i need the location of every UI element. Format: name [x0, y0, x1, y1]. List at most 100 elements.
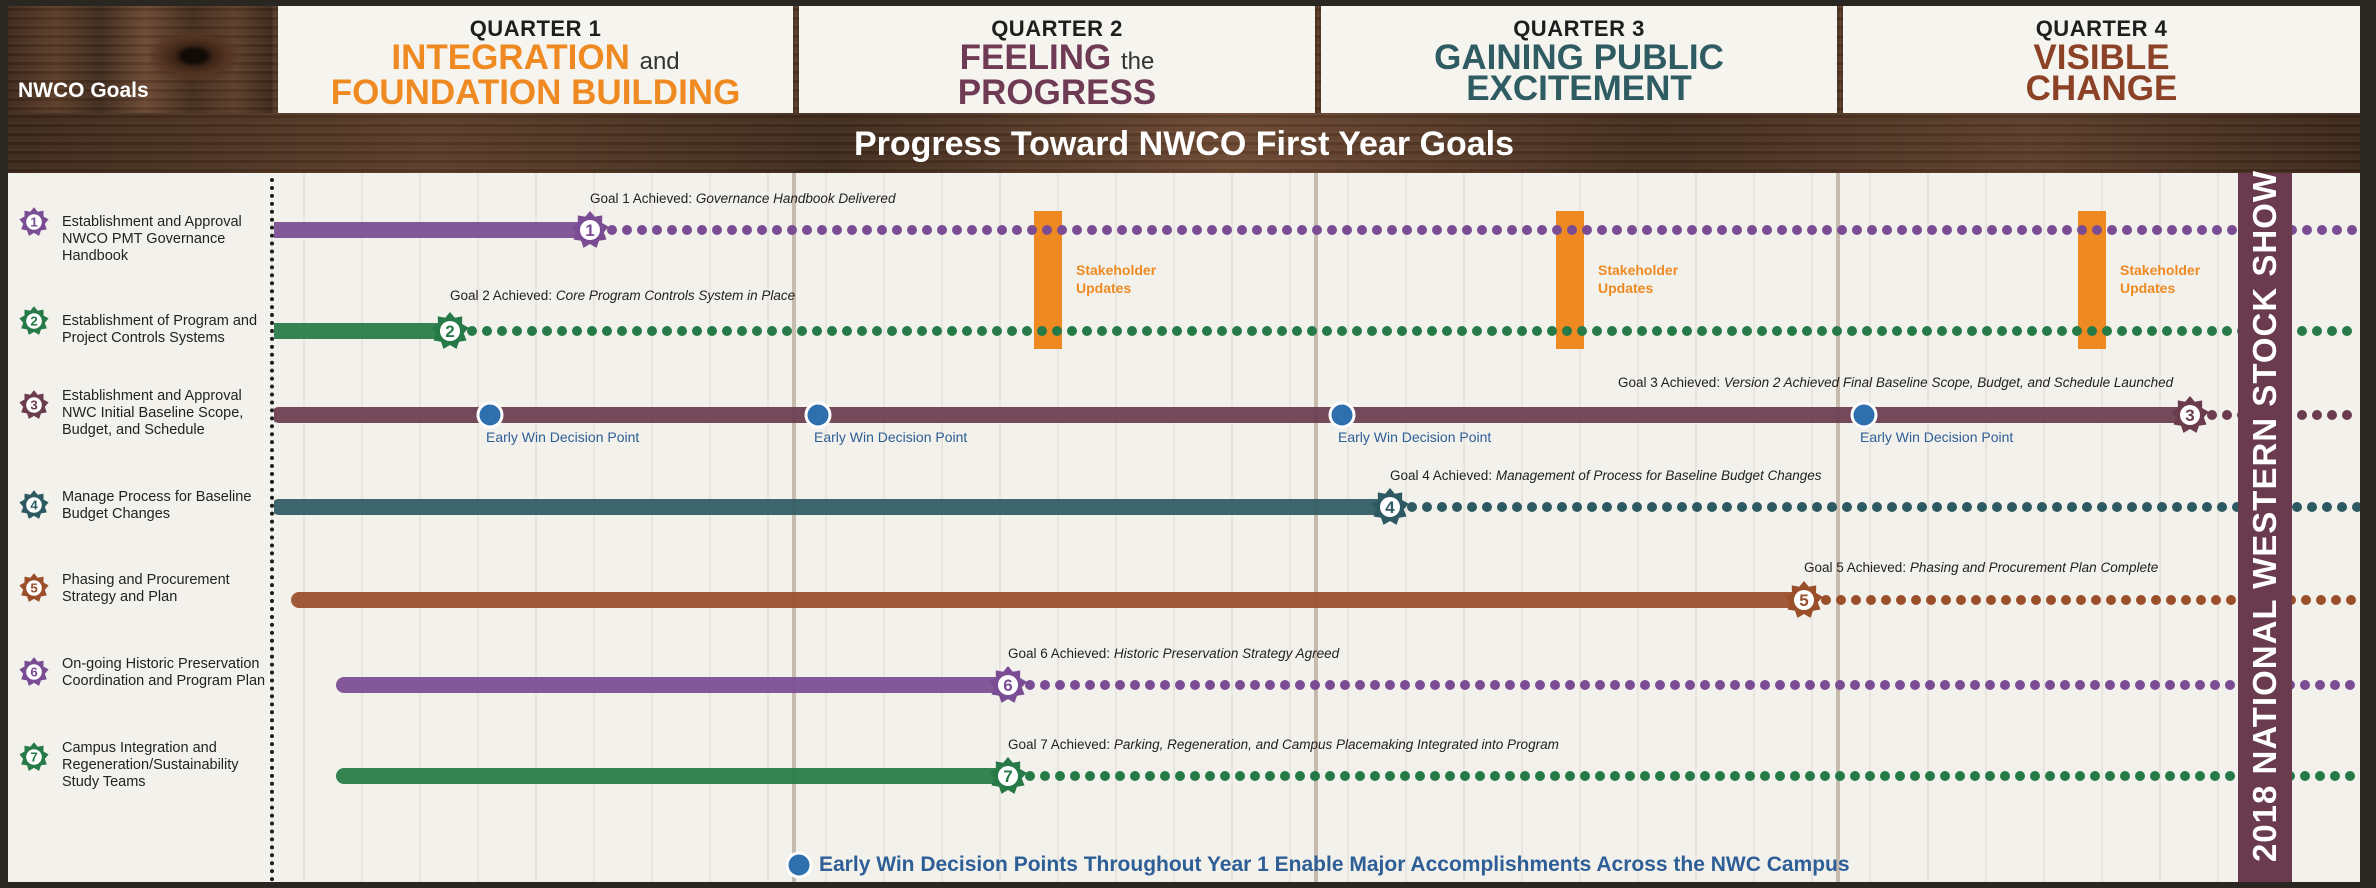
goal-2-achieved-gear-icon: 2 [431, 312, 469, 349]
goal-1-label: Establishment and Approval NWCO PMT Gove… [62, 214, 242, 264]
gear-number: 1 [585, 221, 594, 240]
gear-number: 3 [30, 398, 37, 413]
quarter-divider [1315, 6, 1321, 113]
goal-1-badge-icon: 1 [18, 206, 50, 238]
title-banner: Progress Toward NWCO First Year Goals [8, 113, 2360, 173]
gear-number: 7 [1003, 767, 1012, 786]
goal-5-badge-icon: 5 [18, 572, 50, 604]
goal-5-label: Phasing and Procurement Strategy and Pla… [62, 572, 230, 605]
early-win-decision-point-label: Early Win Decision Point [1338, 429, 1491, 445]
goal-3-list-gear-icon: 3 [19, 390, 49, 419]
legend-decision-point-icon [785, 851, 813, 879]
goal-7-achieved-gear-icon: 7 [989, 757, 1027, 794]
gear-number: 4 [30, 498, 38, 513]
goal-6-achieved-gear-icon: 6 [989, 666, 1027, 703]
goal-7-label: Campus Integration and Regeneration/Sust… [62, 740, 239, 790]
early-win-decision-point-icon [1850, 401, 1878, 429]
gear-number: 7 [30, 750, 37, 765]
goal-6-badge-svg: 6 [19, 657, 49, 686]
grid-lines [303, 173, 2219, 882]
goal-list: 1 Establishment and Approval NWCO PMT Go… [8, 173, 270, 882]
quarter-4-header: QUARTER 4 VISIBLE CHANGE [1843, 6, 2360, 113]
goal-3-label: Establishment and Approval NWC Initial B… [62, 388, 244, 438]
quarter-4-title-line2: CHANGE [2025, 69, 2178, 108]
gear-number: 5 [1799, 591, 1808, 610]
goal-4-badge-svg: 4 [19, 490, 49, 519]
gear-number: 2 [445, 322, 454, 341]
gear-center [26, 497, 42, 513]
goal-6-achieved-label: Goal 6 Achieved: Historic Preservation S… [1008, 646, 1340, 661]
gear-center [26, 397, 42, 413]
quarter-3-number: QUARTER 3 [1513, 16, 1645, 41]
quarter-1-title-line2: FOUNDATION BUILDING [330, 73, 741, 112]
goal-5-achieved-gear-icon: 5 [1785, 581, 1823, 618]
wood-knot-decoration [148, 30, 240, 82]
gear-number: 3 [2185, 406, 2194, 425]
goal-4-badge-icon: 4 [18, 489, 50, 521]
goal-2-achieved-label: Goal 2 Achieved: Core Program Controls S… [450, 288, 795, 303]
quarter-1-connector: and [639, 48, 680, 75]
goal-4-achieved-gear-icon: 4 [1371, 488, 1409, 525]
goal-5-list-gear-icon: 5 [19, 573, 49, 602]
goal-6-badge-icon: 6 [18, 656, 50, 688]
goal-3-achieved-gear-icon: 3 [2171, 396, 2209, 433]
goal-3-badge-svg: 3 [19, 390, 49, 419]
goal-3-badge-icon: 3 [18, 389, 50, 421]
early-win-decision-point-label: Early Win Decision Point [814, 429, 967, 445]
goal-7-achieved-label: Goal 7 Achieved: Parking, Regeneration, … [1008, 737, 1559, 752]
goal-2-label: Establishment of Program and Project Con… [62, 313, 258, 346]
quarter-divider [272, 6, 278, 113]
goal-5-track: Goal 5 Achieved: Phasing and Procurement… [291, 560, 2360, 618]
quarter-3-title-line1: GAINING PUBLIC [1434, 38, 1724, 77]
quarter-2-connector: the [1121, 48, 1155, 75]
goal-6-label: On-going Historic Preservation Coordinat… [62, 656, 266, 689]
gear-number: 5 [30, 581, 37, 596]
footer-legend-text: Early Win Decision Points Throughout Yea… [819, 853, 1850, 876]
gear-number: 6 [30, 665, 37, 680]
quarter-divider [1837, 6, 1843, 113]
goal-6-track: Goal 6 Achieved: Historic Preservation S… [336, 646, 2360, 703]
gear-center [26, 580, 42, 596]
stock-show-side-text: 2018 NATIONAL WESTERN STOCK SHOW [2246, 169, 2283, 863]
gear-center [26, 664, 42, 680]
early-win-decision-point-icon [804, 401, 832, 429]
gear-center [1794, 590, 1814, 610]
quarter-2-title-line1: FEELING [959, 38, 1112, 77]
goal-7-list-gear-icon: 7 [19, 742, 49, 771]
goal-3-achieved-label: Goal 3 Achieved: Version 2 Achieved Fina… [1618, 375, 2174, 390]
infographic-canvas: NWCO Goals QUARTER 1 INTEGRATION and FOU… [8, 6, 2360, 882]
quarter-3-header: QUARTER 3 GAINING PUBLIC EXCITEMENT [1321, 6, 1837, 113]
gear-center [998, 675, 1018, 695]
goal-1-list-gear-icon: 1 [19, 207, 49, 236]
goal-5-badge-svg: 5 [19, 573, 49, 602]
quarter-1-number: QUARTER 1 [469, 16, 602, 41]
gear-center [2180, 405, 2200, 425]
goals-header-cell: NWCO Goals [8, 6, 272, 113]
goal-7-track: Goal 7 Achieved: Parking, Regeneration, … [336, 737, 2360, 794]
stock-show-side-banner [2238, 173, 2292, 882]
goal-1-badge-svg: 1 [19, 207, 49, 236]
early-win-decision-point-label: Early Win Decision Point [486, 429, 639, 445]
goal-1-achieved-gear-icon: 1 [571, 211, 609, 248]
goal-3-track: Goal 3 Achieved: Version 2 Achieved Fina… [274, 375, 2360, 433]
goal-5-achieved-label: Goal 5 Achieved: Phasing and Procurement… [1804, 560, 2158, 575]
quarter-divider [793, 6, 799, 113]
early-win-decision-point-label: Early Win Decision Point [1860, 429, 2013, 445]
goal-4-achieved-label: Goal 4 Achieved: Management of Process f… [1390, 468, 1822, 483]
gear-center [1380, 497, 1400, 517]
goal-7-badge-svg: 7 [19, 742, 49, 771]
goal-2-list-gear-icon: 2 [19, 306, 49, 335]
goal-2-badge-icon: 2 [18, 305, 50, 337]
quarter-2-number: QUARTER 2 [991, 16, 1123, 41]
banner-title: Progress Toward NWCO First Year Goals [853, 125, 1515, 163]
gear-number: 1 [30, 215, 37, 230]
goals-column-title: NWCO Goals [18, 79, 149, 102]
early-win-decision-point-icon [1328, 401, 1356, 429]
gear-center [580, 220, 600, 240]
